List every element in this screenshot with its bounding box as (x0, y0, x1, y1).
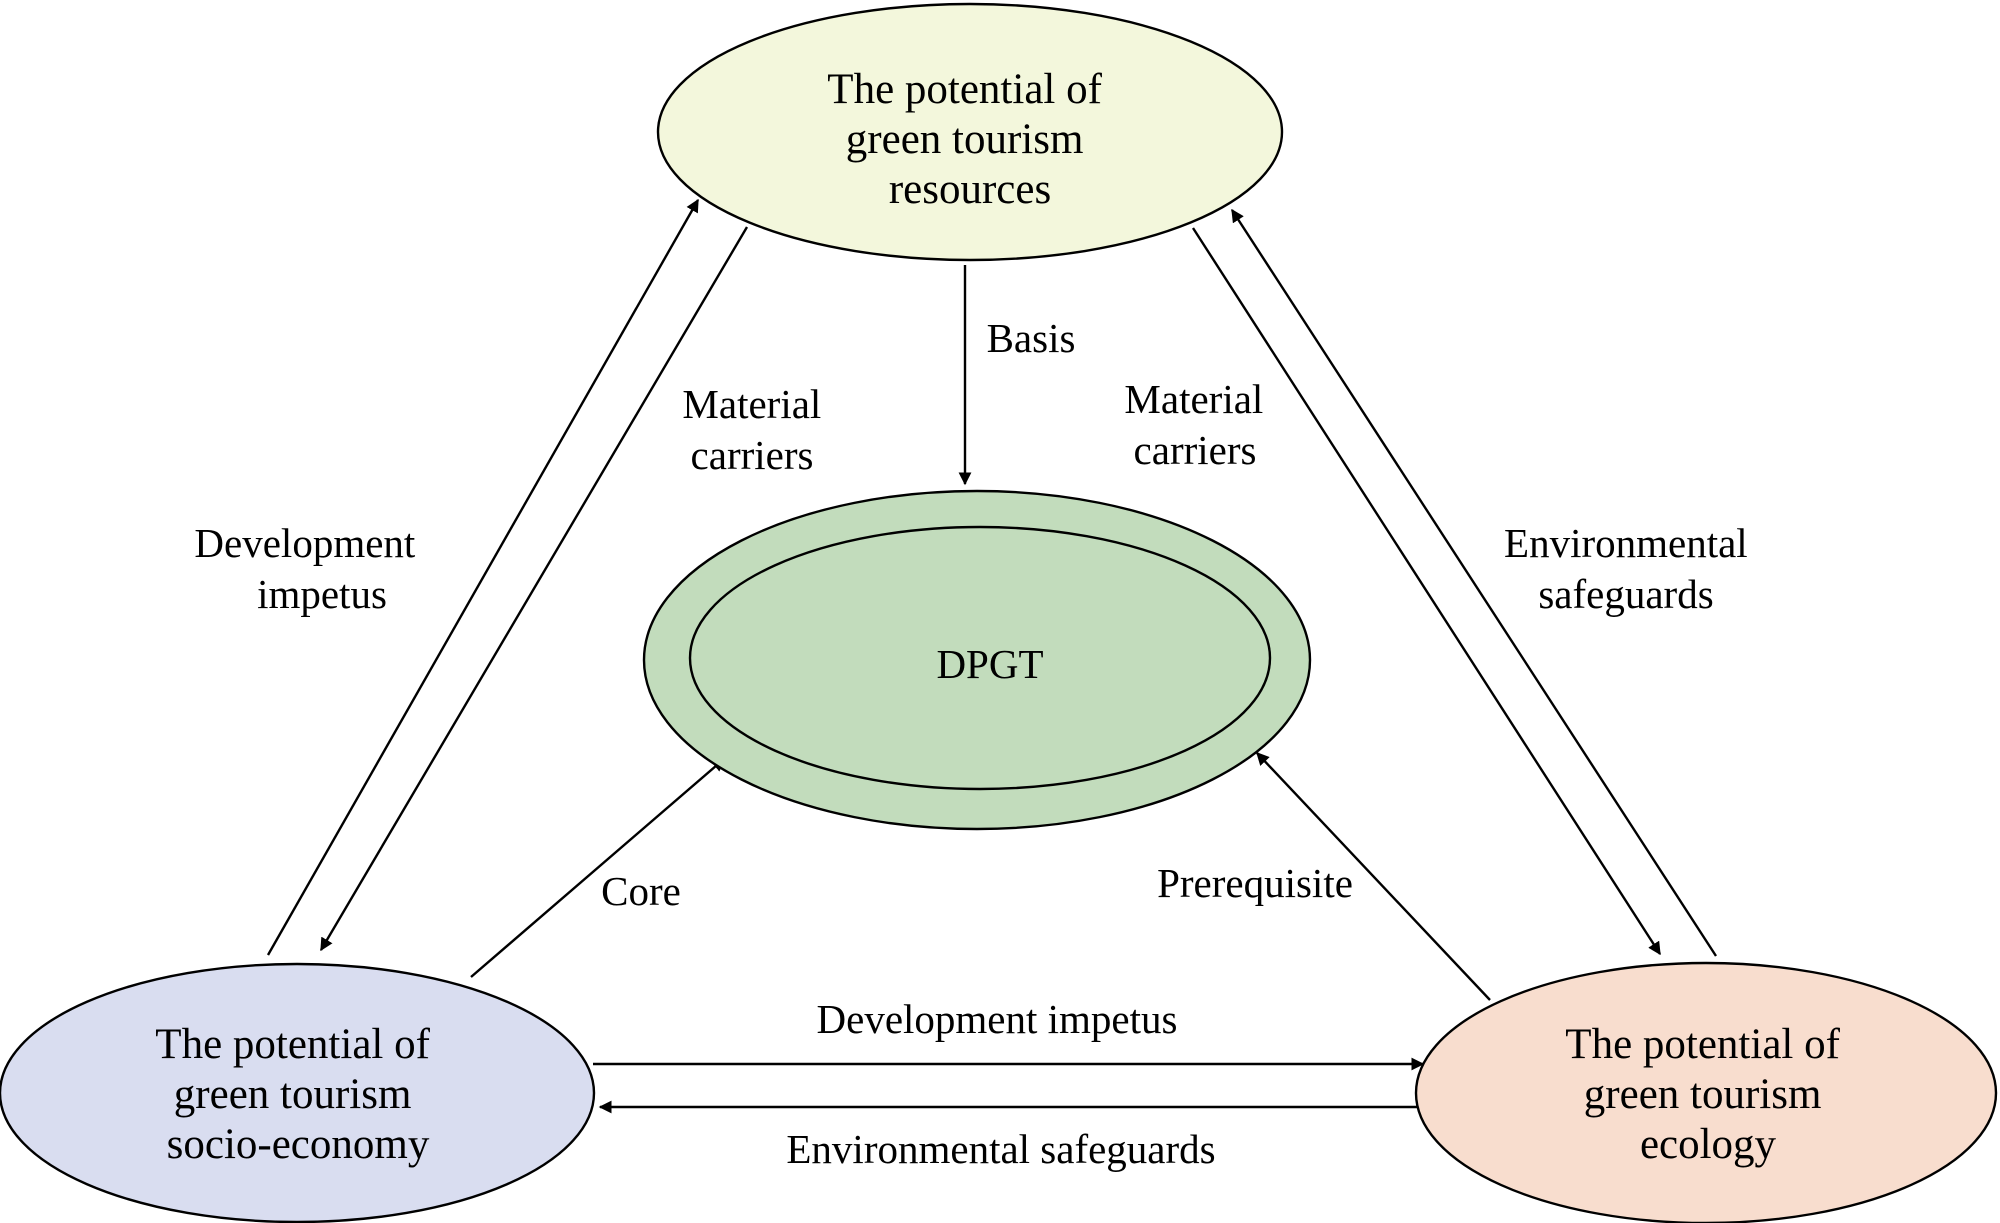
label-basis: Basis (987, 315, 1076, 361)
label-env-right-line: Environmental (1504, 520, 1748, 566)
label-environmental-safeguards-right: Environmental safeguards (1504, 520, 1758, 617)
label-core-line: Core (601, 868, 681, 914)
ecology-ellipse (1414, 961, 1998, 1223)
edges (266, 198, 1718, 1114)
edge-socio-to-resources (266, 198, 700, 956)
label-prerequisite-line: Prerequisite (1157, 860, 1353, 906)
core-inner-ellipse (688, 525, 1272, 791)
node-socio-economy: The potential of green tourism socio-eco… (0, 962, 596, 1223)
edge-resources-to-socio (319, 226, 749, 952)
node-resources: The potential of green tourism resources (656, 2, 1284, 262)
edge-ecology-to-resources (1230, 208, 1718, 957)
ecology-label: The potential of green tourism ecology (1565, 1021, 1850, 1168)
label-dev-bottom-line: Development impetus (817, 996, 1178, 1042)
socio-label: The potential of green tourism socio-eco… (155, 1021, 440, 1168)
core-label: DPGT (936, 641, 1043, 687)
ecology-label-line: ecology (1640, 1121, 1777, 1168)
label-development-impetus-bottom: Development impetus (817, 996, 1178, 1042)
edge-socio-to-core (470, 758, 725, 978)
resources-label-line: green tourism (846, 116, 1084, 163)
label-material-carriers-left: Material carriers (682, 381, 831, 478)
label-prerequisite: Prerequisite (1157, 860, 1353, 906)
label-material-right-line: Material (1124, 376, 1263, 422)
label-material-carriers-right: Material carriers (1124, 376, 1273, 473)
edge-resources-to-ecology (1191, 227, 1662, 956)
edge-labels: Basis Material carriers Material carrier… (194, 315, 1758, 1172)
resources-ellipse (656, 2, 1284, 262)
resources-label: The potential of green tourism resources (827, 66, 1112, 213)
socio-label-line: green tourism (174, 1071, 412, 1118)
ecology-label-line: green tourism (1584, 1071, 1822, 1118)
label-environmental-safeguards-bottom: Environmental safeguards (786, 1126, 1215, 1172)
label-development-impetus-left: Development impetus (194, 520, 425, 617)
label-basis-line: Basis (987, 315, 1076, 361)
socio-label-line: The potential of (155, 1021, 430, 1068)
label-core: Core (601, 868, 681, 914)
edge-ecology-to-core (1256, 752, 1491, 1001)
resources-label-line: resources (889, 166, 1051, 213)
node-core: DPGT (642, 489, 1312, 831)
label-material-left-line: Material (682, 381, 821, 427)
socio-ellipse (0, 962, 596, 1223)
label-material-right-line: carriers (1134, 427, 1257, 473)
label-material-left-line: carriers (691, 432, 814, 478)
node-ecology: The potential of green tourism ecology (1414, 961, 1998, 1223)
label-env-bottom-line: Environmental safeguards (786, 1126, 1215, 1172)
label-env-right-line: safeguards (1538, 571, 1713, 617)
label-dev-left-line: Development (194, 520, 415, 566)
label-dev-left-line: impetus (257, 571, 387, 617)
ecology-label-line: The potential of (1565, 1021, 1840, 1068)
socio-label-line: socio-economy (167, 1121, 430, 1168)
resources-label-line: The potential of (827, 66, 1102, 113)
